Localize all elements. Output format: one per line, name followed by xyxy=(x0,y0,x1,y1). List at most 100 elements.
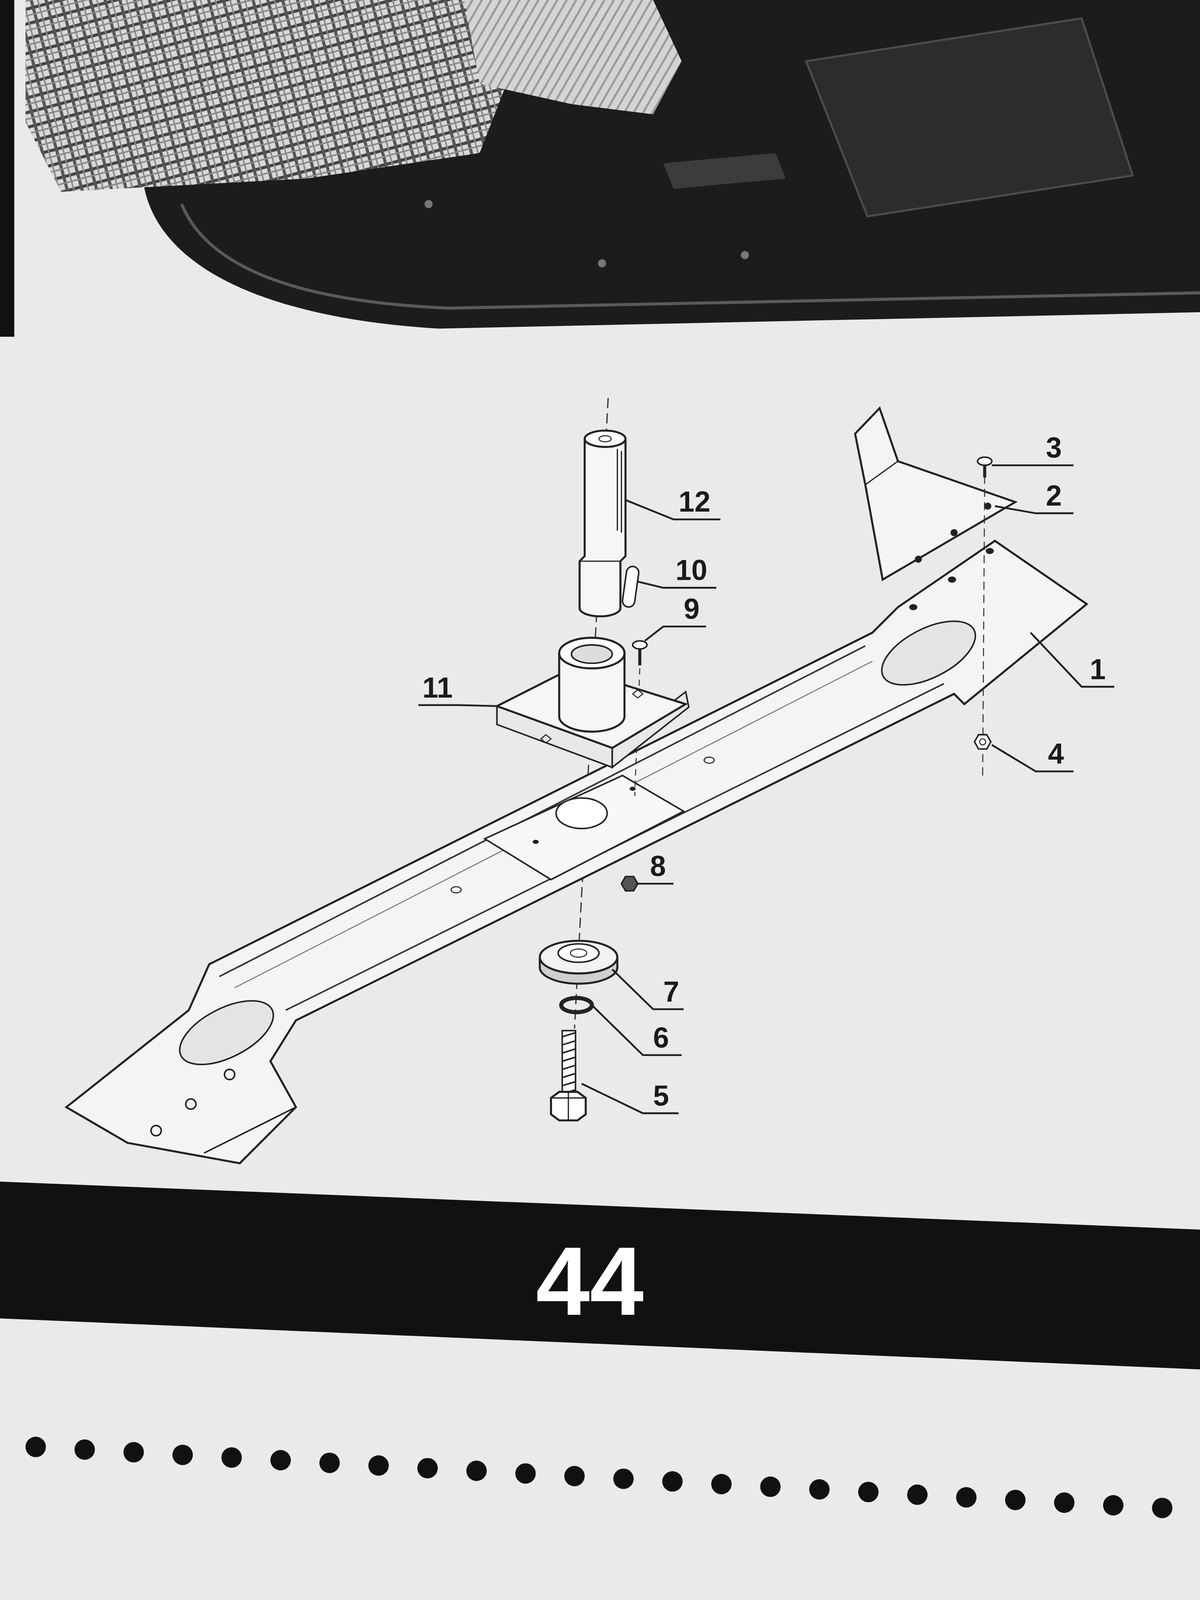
drawing-line xyxy=(219,646,866,977)
dot xyxy=(564,1466,585,1487)
drawing-line xyxy=(985,548,994,554)
drawing-line xyxy=(151,1125,162,1136)
drawing-line xyxy=(579,438,626,617)
callout-number: 5 xyxy=(653,1081,670,1110)
drawing-line xyxy=(638,648,642,666)
dot xyxy=(1005,1489,1026,1510)
drawing-line xyxy=(592,1005,682,1056)
dot xyxy=(907,1484,928,1505)
callout-number: 12 xyxy=(678,487,710,516)
drawing-line xyxy=(562,1032,576,1094)
dot xyxy=(123,1442,144,1463)
drawing-line xyxy=(1030,632,1115,687)
drawing-line xyxy=(806,18,1133,217)
dot xyxy=(466,1460,487,1482)
drawing-line xyxy=(571,644,613,664)
drawing-line xyxy=(584,430,626,448)
drawing-line xyxy=(532,839,539,844)
drawing-line xyxy=(620,451,622,533)
drawing-line xyxy=(872,608,986,698)
drawing-line xyxy=(567,1092,569,1121)
dot xyxy=(809,1479,830,1500)
dot xyxy=(1054,1492,1075,1513)
drawing-line xyxy=(740,251,749,260)
dot xyxy=(368,1455,389,1476)
drawing-line xyxy=(598,259,606,268)
page-number: 44 xyxy=(536,1232,644,1330)
drawing-line xyxy=(632,689,644,698)
drawing-line xyxy=(865,461,898,485)
drawing-line xyxy=(185,1098,196,1110)
drawing-line xyxy=(979,738,986,745)
dot xyxy=(956,1487,977,1508)
drawing-line xyxy=(570,948,587,957)
mower-photo xyxy=(0,0,1200,347)
callout-number: 4 xyxy=(1048,739,1064,768)
dot xyxy=(74,1439,95,1460)
drawing-line xyxy=(977,457,992,466)
dot xyxy=(613,1468,634,1489)
drawing-line xyxy=(562,1030,576,1096)
callout-number: 3 xyxy=(1046,433,1062,462)
drawing-line xyxy=(0,0,1200,347)
drawing-line xyxy=(632,640,648,649)
nut xyxy=(621,876,638,891)
dot xyxy=(1103,1495,1124,1516)
drawing-line xyxy=(561,998,592,1013)
callout-number: 1 xyxy=(1089,655,1106,684)
drawing-line xyxy=(855,408,1016,580)
drawing-line xyxy=(950,529,958,537)
callout-number: 9 xyxy=(683,594,700,624)
dot xyxy=(270,1450,291,1471)
callout-number: 6 xyxy=(653,1023,670,1052)
drawing-line xyxy=(181,204,1200,308)
drawing-line xyxy=(0,0,15,337)
drawing-line xyxy=(418,705,498,707)
drawing-line xyxy=(914,555,922,563)
drawing-line xyxy=(170,987,284,1078)
dot xyxy=(319,1452,340,1474)
drawing-line xyxy=(556,798,608,829)
drawing-line xyxy=(540,734,552,743)
dot-row xyxy=(25,1436,1173,1519)
dot xyxy=(25,1436,46,1458)
dot xyxy=(858,1482,879,1503)
drawing-line xyxy=(983,465,987,478)
drawing-line xyxy=(204,1107,296,1154)
dot xyxy=(172,1444,193,1466)
blade xyxy=(66,540,1087,1164)
dot xyxy=(662,1471,683,1492)
drawing-line xyxy=(909,604,918,610)
dot xyxy=(515,1463,536,1484)
screw-and-nut xyxy=(974,457,992,778)
drawing-line xyxy=(224,1069,235,1080)
page-band xyxy=(0,1181,1200,1370)
dot xyxy=(417,1458,438,1479)
drawing-line xyxy=(974,734,991,750)
dot xyxy=(760,1476,781,1497)
dot xyxy=(711,1474,732,1495)
drawing-line xyxy=(559,637,625,669)
drawing-line xyxy=(984,502,992,510)
shaft xyxy=(579,430,626,617)
drawing-line xyxy=(464,0,682,115)
drawing-line xyxy=(704,757,715,764)
callout-number: 8 xyxy=(650,852,666,881)
dot xyxy=(1152,1497,1173,1518)
drawing-line xyxy=(579,560,621,562)
callout-number: 10 xyxy=(675,556,708,585)
drawing-line xyxy=(66,540,1087,1164)
callout-number: 2 xyxy=(1046,481,1062,510)
drawing-line xyxy=(948,576,956,583)
drawing-line xyxy=(637,882,674,885)
drawing-line xyxy=(663,153,786,189)
drawing-line xyxy=(621,565,640,608)
drawing-line xyxy=(551,1097,586,1099)
drawing-line xyxy=(598,435,612,442)
callout-number: 7 xyxy=(663,977,680,1006)
drawing-line xyxy=(25,0,516,192)
drawing-line xyxy=(451,886,462,893)
drawing-line xyxy=(644,626,706,641)
